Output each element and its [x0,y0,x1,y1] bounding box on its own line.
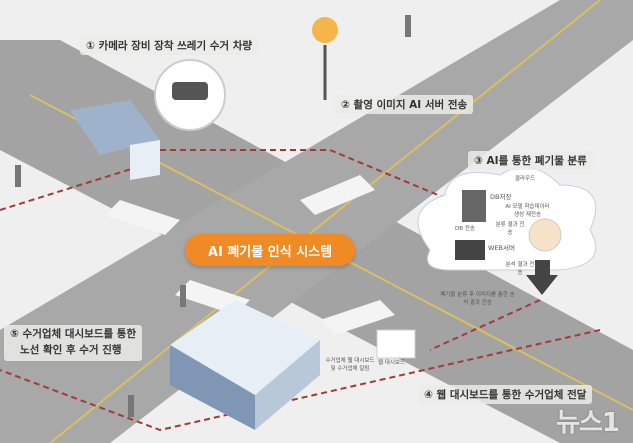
db-send-label: DB 전송 [455,226,475,232]
analysis-label: 분석 결과 전송 [505,262,535,276]
crosswalks [105,175,395,335]
route-note: 수거업체 웹 대시보드 및 수거업체 알림 [325,358,375,372]
db-server-icon [462,190,486,222]
step3-label: ③ AI를 통한 폐기물 분류 [468,151,593,170]
web-label: WEB서버 [488,244,515,252]
step2-label: ② 촬영 이미지 AI 서버 전송 [335,95,474,114]
system-title: AI 폐기물 인식 시스템 [185,234,355,266]
step4-label: ④ 웹 대시보드를 통한 수거업체 전달 [418,385,593,404]
down-arrow-icon [526,260,558,295]
step5-line2: 노선 확인 후 수거 진행 [20,343,122,356]
dashboard-icon [376,329,416,359]
ai-server-pin-icon [312,17,338,100]
step1-label: ① 카메라 장비 장착 쓰레기 수거 차량 [80,36,259,55]
result-send-label: 분류 결과 전송 [495,222,525,236]
dashboard-note: 웹 대시보드 [378,360,406,366]
retrain-label: AI 모델 학습데이터 생성 재전송 [505,204,550,218]
classify-send-note: 폐기물 분류 후 이미지를 통한 분석 결과 전송 [440,292,515,306]
ai-model-icon [528,218,562,252]
step5-label: ⑤ 수거업체 대시보드를 통한 노선 확인 후 수거 진행 [4,325,143,361]
factory-building-icon [170,300,320,430]
cloud-title: 클라우드 [515,176,536,182]
laptop-icon [455,240,485,260]
truck-icon [70,100,160,180]
db-label: DB저장 [490,193,512,201]
person-icon [15,15,411,417]
step5-line1: ⑤ 수거업체 대시보드를 통한 [10,328,137,340]
flow-arrow [130,149,451,201]
watermark: 뉴스1 [556,408,620,438]
